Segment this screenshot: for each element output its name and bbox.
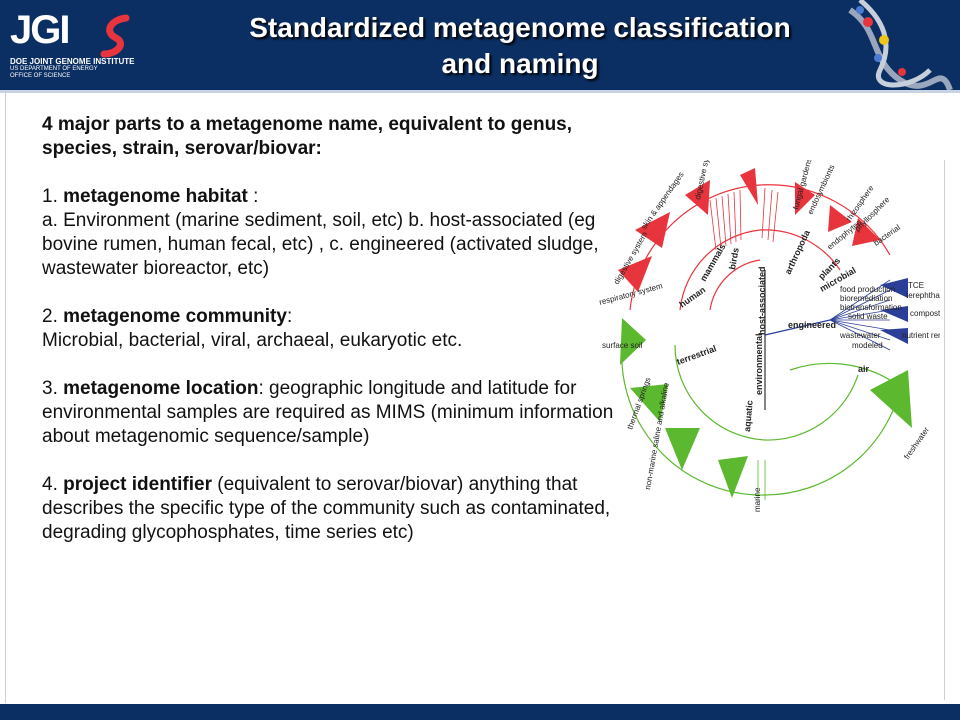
- label-arthropoda: arthropoda: [783, 228, 813, 276]
- intro-text: 4 major parts to a metagenome name, equi…: [42, 114, 573, 159]
- label-tce: TCE: [908, 281, 924, 290]
- label-marine: marine: [753, 487, 762, 512]
- label-engineered: engineered: [788, 320, 836, 330]
- title-line-1: Standardized metagenome classification: [249, 12, 791, 43]
- label-terephthalate: terephthalate: [906, 291, 940, 300]
- label-host-associated: host-associated: [757, 266, 767, 335]
- item-3-text: 3. metagenome location: geographic longi…: [42, 378, 614, 447]
- item-2-heading: 2. metagenome community:: [42, 306, 293, 327]
- footer-bar: [0, 704, 960, 720]
- label-modeled: modeled: [852, 341, 883, 350]
- metagenome-classification-tree: host-associated arthropoda birds mammals…: [598, 160, 940, 512]
- engineered-branch: engineered TCE terephthalate compost nut…: [764, 278, 940, 351]
- header-divider: [0, 90, 960, 93]
- label-freshwater: freshwater: [902, 425, 931, 461]
- label-mammals: mammals: [698, 242, 727, 283]
- label-food-production: food production: [840, 285, 895, 294]
- header-bar: JGI DOE JOINT GENOME INSTITUTE US DEPART…: [0, 0, 960, 90]
- label-surface-soil: surface soil: [602, 341, 643, 350]
- label-compost: compost: [910, 309, 940, 318]
- label-nutrient-removal: nutrient removal: [902, 331, 940, 340]
- logo-text: JGI: [10, 8, 71, 52]
- left-frame: [0, 93, 6, 703]
- label-terrestrial: terrestrial: [675, 343, 717, 367]
- right-frame: [944, 160, 960, 700]
- label-air: air: [858, 364, 870, 374]
- item-2-text: Microbial, bacterial, viral, archaeal, e…: [42, 330, 463, 351]
- label-biotransformation: biotransformation: [840, 303, 902, 312]
- label-birds: birds: [727, 247, 741, 270]
- logo-subtitle: DOE JOINT GENOME INSTITUTE US DEPARTMENT…: [10, 57, 135, 80]
- item-1-heading: 1. metagenome habitat :: [42, 186, 259, 207]
- item-1-text: a. Environment (marine sediment, soil, e…: [42, 210, 599, 279]
- dna-helix-icon: [848, 0, 953, 90]
- item-4-text: 4. project identifier (equivalent to ser…: [42, 474, 611, 543]
- label-solid-waste: solid waste: [848, 312, 888, 321]
- label-bioremediation: bioremediation: [840, 294, 892, 303]
- slide-body: 4 major parts to a metagenome name, equi…: [42, 113, 642, 705]
- logo-swoosh-icon: [100, 14, 130, 58]
- jgi-logo: JGI DOE JOINT GENOME INSTITUTE US DEPART…: [10, 8, 160, 80]
- label-environmental: environmental: [754, 333, 764, 395]
- slide-title: Standardized metagenome classification a…: [190, 10, 850, 82]
- title-line-2: and naming: [441, 48, 599, 79]
- label-aquatic: aquatic: [742, 400, 755, 432]
- label-wastewater: wastewater: [839, 331, 881, 340]
